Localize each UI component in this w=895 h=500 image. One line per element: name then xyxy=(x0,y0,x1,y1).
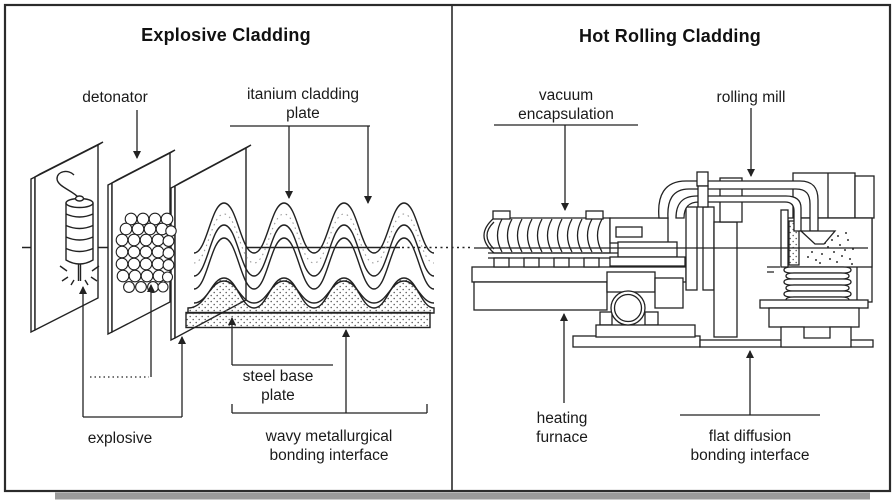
bellows-mark xyxy=(767,266,780,273)
detonator-pin xyxy=(77,264,82,281)
left-panel-title: Explosive Cladding xyxy=(141,25,311,45)
wave-lines xyxy=(193,202,435,304)
mill-top-blocks xyxy=(792,172,875,219)
stand-screw xyxy=(697,185,709,208)
wavy-interface-bracket xyxy=(231,404,428,414)
label-heating-furnace: heating furnace xyxy=(536,410,588,446)
press-table xyxy=(759,299,869,348)
label-steel-base-plate: steel base plate xyxy=(242,368,314,404)
capsule-feet xyxy=(493,257,600,268)
roller-wheel xyxy=(610,290,646,326)
outer-border xyxy=(3,3,892,493)
label-rolling-mill: rolling mill xyxy=(716,89,786,106)
label-explosive: explosive xyxy=(87,430,153,447)
explosive-charge-balls xyxy=(115,212,177,293)
label-cladding-plate: itanium cladding plate xyxy=(246,86,360,122)
label-vacuum-encapsulation: vacuum encapsulation xyxy=(518,87,614,123)
detonator-device xyxy=(56,170,100,286)
pour-funnel xyxy=(799,230,837,245)
capsule-tab-right xyxy=(585,210,604,220)
hot-rolling-diagram xyxy=(471,108,875,416)
bellows xyxy=(783,266,852,304)
roller-mount xyxy=(595,271,696,338)
right-panel-title: Hot Rolling Cladding xyxy=(579,26,761,46)
spark-lines xyxy=(59,265,100,286)
explosive-cladding-diagram xyxy=(22,110,472,418)
label-flat-interface: flat diffusion bonding interface xyxy=(690,428,810,464)
steel-base-bar xyxy=(185,311,431,329)
workpiece-slab xyxy=(617,241,678,258)
label-wavy-interface: wavy metallurgical bonding interface xyxy=(265,428,393,464)
feed-section xyxy=(609,217,686,267)
falling-particles xyxy=(807,232,854,265)
label-detonator: detonator xyxy=(82,89,148,106)
left-leaders xyxy=(79,110,428,418)
bottom-shadow xyxy=(55,492,870,500)
furnace-body xyxy=(473,281,608,311)
detonator-wire xyxy=(56,170,75,180)
right-leaders xyxy=(494,108,820,416)
capsule-tab-left xyxy=(492,210,511,220)
pipe-fitting xyxy=(696,171,709,187)
